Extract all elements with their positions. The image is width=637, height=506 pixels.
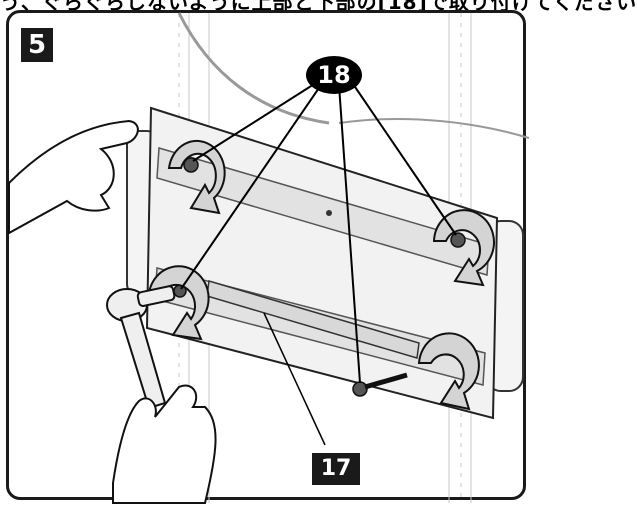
wall-mount-illustration <box>8 12 530 504</box>
cut-off-instruction-text: う、ぐらぐらしないように上部と下部の[18]で取り付けてください <box>0 0 637 14</box>
callout-18-label: 18 <box>306 56 362 94</box>
callout-17-label: 17 <box>312 453 360 485</box>
callout-17-leader <box>263 312 326 446</box>
callout-18-leaders <box>180 80 457 384</box>
instruction-step-frame: 5 18 17 <box>6 10 530 504</box>
hands <box>8 119 217 504</box>
clockwise-rotation-arrow-icon <box>147 139 495 411</box>
mounting-screws <box>173 157 466 397</box>
step-number-badge: 5 <box>21 28 53 62</box>
tv-outline <box>177 12 330 125</box>
